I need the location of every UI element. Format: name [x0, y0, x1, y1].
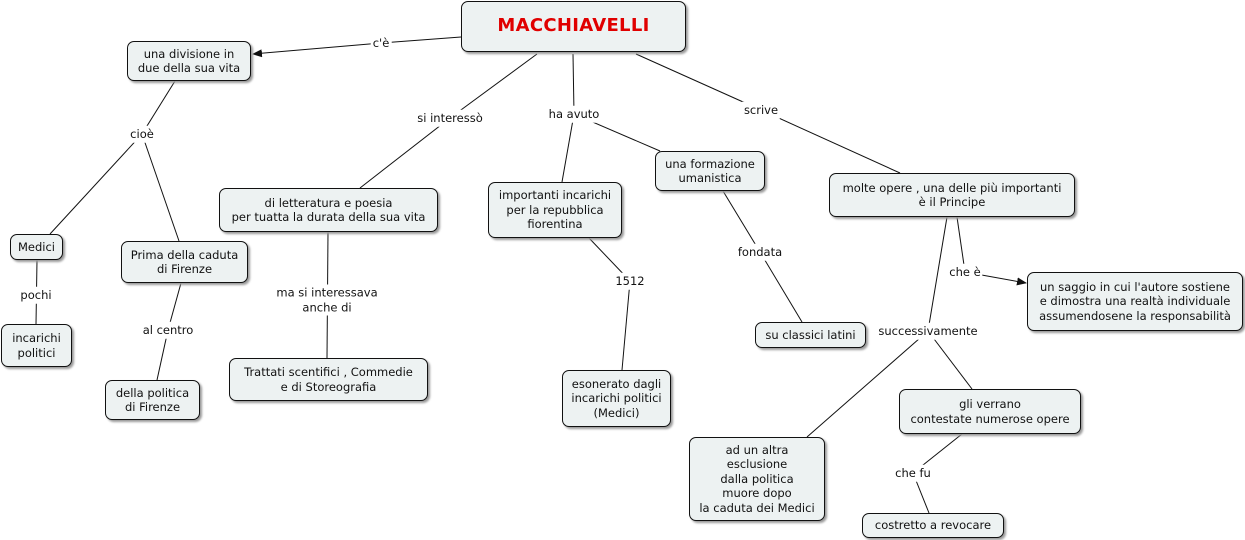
node-incarichi-politici[interactable]: incarichi politici — [1, 324, 72, 367]
connector — [561, 113, 575, 183]
node-letteratura-poesia[interactable]: di letteratura e poesia per tuatta la du… — [219, 188, 438, 232]
node-altra-esclusione[interactable]: ad un altra esclusione dalla politica mu… — [689, 437, 825, 521]
connector — [572, 53, 575, 115]
node-importanti-incarichi[interactable]: importanti incarichi per la repubblica f… — [488, 182, 622, 238]
connector — [156, 329, 169, 381]
link-label-successivamente: successivamente — [876, 322, 980, 340]
connector — [927, 216, 948, 332]
connector — [927, 330, 973, 390]
connector — [621, 280, 631, 371]
node-saggio[interactable]: un saggio in cui l'autore sostiene e dim… — [1027, 272, 1243, 331]
link-label-al-centro: al centro — [140, 321, 196, 339]
link-label-si-interesso: si interessò — [415, 109, 485, 127]
node-classici-latini[interactable]: su classici latini — [755, 322, 866, 348]
link-label-ha-avuto: ha avuto — [546, 105, 602, 123]
link-label-1512: 1512 — [613, 272, 647, 290]
node-verrano-contestate[interactable]: gli verrano contestate numerose opere — [899, 389, 1081, 434]
link-label-scrive: scrive — [741, 101, 781, 119]
link-label-cioe: cioè — [128, 125, 156, 143]
link-label-che-e: che è — [947, 263, 983, 281]
connector — [380, 36, 462, 44]
connector — [359, 117, 451, 189]
node-divisione-vita[interactable]: una divisione in due della sua vita — [127, 41, 251, 81]
connector — [141, 80, 176, 135]
node-della-politica[interactable]: della politica di Firenze — [105, 380, 200, 420]
connector — [760, 109, 901, 174]
link-label-ma-si-interessava: ma si interessava anche di — [274, 284, 380, 316]
node-esonerato[interactable]: esonerato dagli incarichi politici (Medi… — [562, 370, 671, 427]
link-label-che-fu: che fu — [893, 464, 933, 482]
node-formazione-umanistica[interactable]: una formazione umanistica — [655, 151, 765, 191]
connector-arrow — [252, 42, 382, 58]
connector — [449, 53, 538, 119]
connector — [141, 133, 180, 242]
node-trattati[interactable]: Trattati scentifici , Commedie e di Stor… — [229, 358, 428, 401]
connector — [956, 216, 966, 273]
node-macchiavelli[interactable]: MACCHIAVELLI — [461, 1, 686, 52]
node-medici[interactable]: Medici — [10, 234, 63, 260]
node-prima-caduta[interactable]: Prima della caduta di Firenze — [121, 241, 248, 283]
link-label-ce: c'è — [370, 34, 392, 52]
link-label-fondata: fondata — [735, 243, 785, 261]
connector — [759, 251, 803, 323]
connector — [806, 330, 929, 438]
link-label-pochi: pochi — [18, 286, 54, 304]
connector — [722, 190, 761, 253]
node-costretto-revocare[interactable]: costretto a revocare — [862, 513, 1004, 538]
node-molte-opere[interactable]: molte opere , una delle più importanti è… — [829, 173, 1075, 217]
connector — [49, 133, 143, 235]
connector — [635, 53, 762, 111]
